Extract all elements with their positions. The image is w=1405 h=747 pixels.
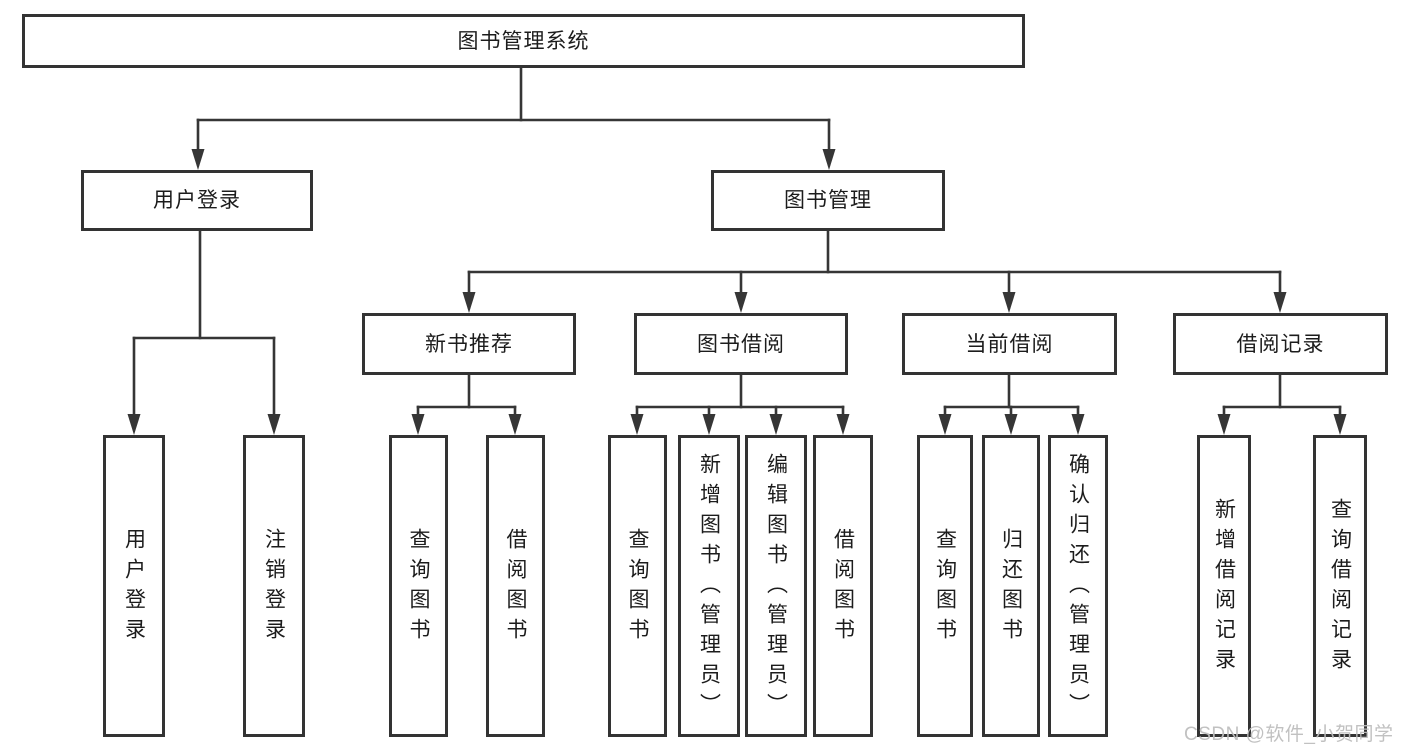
node-label: 借阅图书 <box>831 528 855 648</box>
node-label: 用户登录 <box>153 189 241 212</box>
node-label: 借阅图书 <box>504 528 527 648</box>
node-bb-query-books: 查询图书 <box>608 435 667 737</box>
node-bb-borrow-books: 借阅图书 <box>813 435 873 737</box>
node-label: 确认归还（管理员） <box>1066 453 1090 723</box>
node-label: 新增借阅记录 <box>1212 498 1236 678</box>
node-label: 查询图书 <box>626 528 649 648</box>
node-label: 新增图书（管理员） <box>697 453 721 723</box>
node-nbr-borrow-books: 借阅图书 <box>486 435 545 737</box>
node-br-query-record: 查询借阅记录 <box>1313 435 1367 737</box>
node-label: 查询借阅记录 <box>1328 498 1352 678</box>
node-cb-return-books: 归还图书 <box>982 435 1040 737</box>
node-label: 编辑图书（管理员） <box>764 453 788 723</box>
node-label: 图书管理 <box>784 189 872 212</box>
node-label: 注销登录 <box>262 528 286 648</box>
node-label: 查询图书 <box>933 528 957 648</box>
node-logout-action: 注销登录 <box>243 435 305 737</box>
node-label: 图书管理系统 <box>457 29 590 53</box>
csdn-watermark: CSDN @软件_小贺同学 <box>1184 724 1394 745</box>
node-label: 新书推荐 <box>425 332 513 356</box>
node-label: 借阅记录 <box>1236 332 1325 356</box>
node-new-book-recommend: 新书推荐 <box>362 313 576 375</box>
node-borrow-records: 借阅记录 <box>1173 313 1388 375</box>
node-user-login-action: 用户登录 <box>103 435 165 737</box>
node-library-system: 图书管理系统 <box>22 14 1025 68</box>
node-book-management: 图书管理 <box>711 170 945 231</box>
node-book-borrowing: 图书借阅 <box>634 313 848 375</box>
node-label: 查询图书 <box>407 528 430 648</box>
node-bb-edit-books-admin: 编辑图书（管理员） <box>745 435 807 737</box>
node-br-add-record: 新增借阅记录 <box>1197 435 1251 737</box>
node-user-login: 用户登录 <box>81 170 313 231</box>
node-nbr-query-books: 查询图书 <box>389 435 448 737</box>
node-cb-confirm-return-admin: 确认归还（管理员） <box>1048 435 1108 737</box>
node-current-borrowing: 当前借阅 <box>902 313 1117 375</box>
node-label: 用户登录 <box>122 528 146 648</box>
node-cb-query-books: 查询图书 <box>917 435 973 737</box>
node-label: 当前借阅 <box>965 332 1054 356</box>
node-label: 归还图书 <box>999 528 1023 648</box>
node-bb-add-books-admin: 新增图书（管理员） <box>678 435 740 737</box>
node-label: 图书借阅 <box>697 332 785 356</box>
